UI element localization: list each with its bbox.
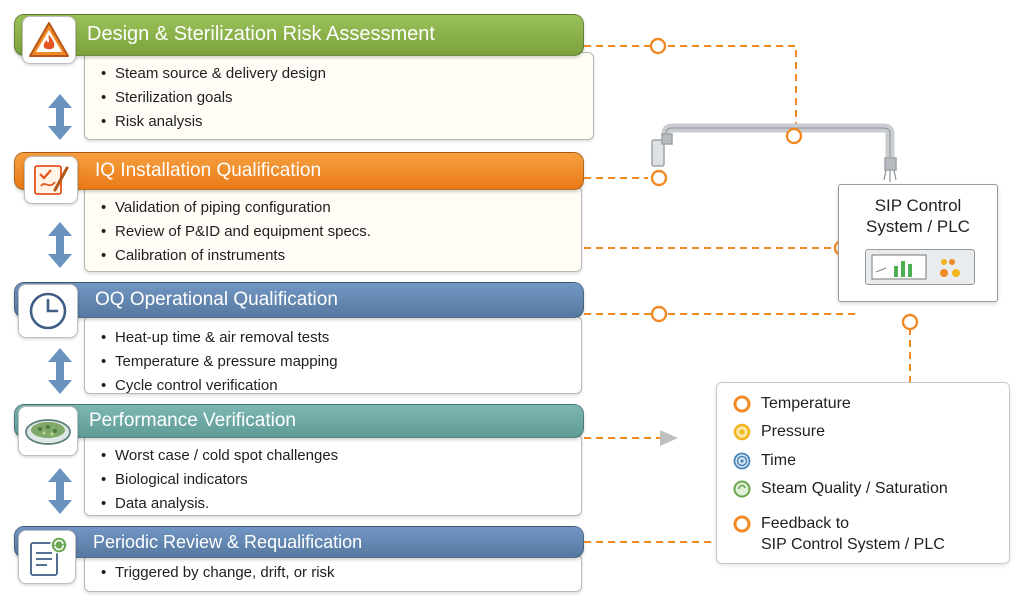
double-arrow-4 [48, 468, 72, 514]
phase-design-header: Design & Sterilization Risk Assessment [14, 14, 584, 56]
phase-design-item: •Sterilization goals [101, 89, 233, 106]
phase-oq-header: OQ Operational Qualification [14, 282, 584, 318]
phase-pv-item: •Data analysis. [101, 495, 210, 512]
pressure-circle-icon [733, 423, 751, 441]
phase-iq-item: •Calibration of instruments [101, 247, 286, 264]
pv-arrowhead [660, 430, 678, 446]
phase-design-item: •Risk analysis [101, 113, 203, 130]
phase-iq-header: IQ Installation Qualification [14, 152, 584, 190]
phase-oq-item: •Temperature & pressure mapping [101, 353, 338, 370]
phase-iq-item: •Validation of piping configuration [101, 199, 331, 216]
node-legend [901, 313, 919, 331]
phase-iq-body: •Validation of piping configuration •Rev… [84, 186, 582, 272]
phase-iq-title: IQ Installation Qualification [95, 160, 322, 181]
phase-periodic-header: Periodic Review & Requalification [14, 526, 584, 558]
phase-periodic-body: •Triggered by change, drift, or risk [84, 554, 582, 592]
phase-design-body: •Steam source & delivery design •Sterili… [84, 52, 594, 140]
double-arrow-3 [48, 348, 72, 394]
feedback-line-2: SIP Control System / PLC [761, 536, 945, 553]
node-iq [650, 169, 668, 187]
phase-oq-title: OQ Operational Qualification [95, 289, 338, 310]
checklist-pen-icon [24, 156, 78, 204]
phase-pv-body: •Worst case / cold spot challenges •Biol… [84, 434, 582, 516]
sip-control-plc: SIP Control System / PLC [838, 184, 998, 302]
temperature-circle-icon [733, 395, 751, 413]
phase-pv-item: •Worst case / cold spot challenges [101, 447, 339, 464]
phase-design-title: Design & Sterilization Risk Assessment [87, 23, 435, 45]
double-arrow-1 [48, 94, 72, 140]
phase-pv-title: Performance Verification [89, 410, 296, 431]
node-design [649, 37, 667, 55]
phase-design-item: •Steam source & delivery design [101, 65, 326, 82]
phase-iq-item: •Review of P&ID and equipment specs. [101, 223, 371, 240]
node-pipe [785, 127, 803, 145]
connector-design [584, 45, 797, 136]
phase-oq-item: •Heat-up time & air removal tests [101, 329, 330, 346]
petri-dish-icon [18, 406, 78, 456]
phase-pv-header: Performance Verification [14, 404, 584, 438]
double-arrow-2 [48, 222, 72, 268]
phase-pv-item: •Biological indicators [101, 471, 248, 488]
clock-icon [18, 284, 78, 338]
plc-panel [865, 249, 975, 285]
phase-periodic-title: Periodic Review & Requalification [93, 532, 363, 552]
document-recycle-icon [18, 530, 76, 584]
time-spiral-icon [733, 452, 751, 470]
phase-oq-item: •Cycle control verification [101, 377, 278, 394]
warning-flame-icon [22, 16, 76, 64]
feedback-line-1: Feedback to [761, 515, 850, 532]
plc-title: SIP Control System / PLC [866, 196, 970, 236]
steam-quality-icon [733, 480, 751, 498]
phase-oq-body: •Heat-up time & air removal tests •Tempe… [84, 316, 582, 394]
feedback-circle-icon [733, 515, 751, 533]
parameter-legend: Temperature Pressure Time Steam Quality … [716, 382, 1010, 564]
node-oq [650, 305, 668, 323]
phase-periodic-item: •Triggered by change, drift, or risk [101, 564, 335, 581]
steam-pipe [651, 123, 897, 182]
plc-screen-icon [871, 254, 960, 280]
